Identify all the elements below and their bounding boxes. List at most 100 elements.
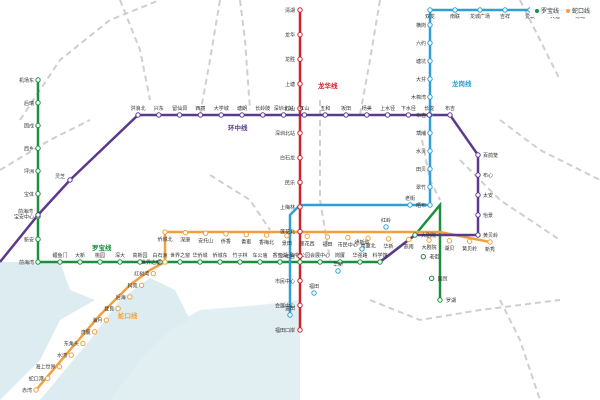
station-dot[interactable] — [427, 130, 433, 136]
station-dot[interactable] — [117, 259, 123, 265]
station-dot[interactable] — [427, 202, 433, 208]
station-dot[interactable] — [426, 112, 432, 118]
station-dot[interactable] — [284, 233, 290, 239]
station-dot[interactable] — [377, 259, 383, 265]
station-dot[interactable] — [477, 7, 483, 13]
station-dot[interactable] — [35, 191, 41, 197]
station-dot[interactable] — [357, 259, 363, 265]
station-dot[interactable] — [475, 152, 481, 158]
station-dot[interactable] — [427, 76, 433, 82]
station-dot[interactable] — [412, 232, 418, 238]
station-dot[interactable] — [428, 275, 435, 282]
station-dot[interactable] — [202, 230, 209, 236]
station-dot[interactable] — [35, 168, 41, 174]
station-dot[interactable] — [97, 259, 103, 265]
station-dot[interactable] — [135, 112, 141, 118]
station-dot[interactable] — [427, 7, 433, 13]
station-dot[interactable] — [35, 145, 41, 151]
station-dot[interactable] — [137, 259, 143, 265]
station-dot[interactable] — [280, 112, 287, 118]
station-dot[interactable] — [277, 259, 283, 265]
station-dot[interactable] — [297, 253, 303, 259]
station-dot[interactable] — [475, 192, 481, 198]
station-dot[interactable] — [138, 282, 145, 288]
station-dot[interactable] — [297, 105, 303, 112]
station-dot[interactable] — [35, 100, 41, 106]
station-dot[interactable] — [311, 290, 317, 296]
station-dot[interactable] — [237, 259, 243, 265]
station-dot[interactable] — [297, 130, 303, 136]
station-dot[interactable] — [297, 278, 303, 284]
station-dot[interactable] — [383, 224, 389, 230]
station-dot[interactable] — [150, 270, 156, 277]
station-dot[interactable] — [384, 112, 391, 118]
station-dot[interactable] — [317, 259, 323, 265]
station-dot[interactable] — [239, 112, 245, 118]
station-dot[interactable] — [115, 305, 121, 312]
station-dot[interactable] — [437, 297, 443, 303]
station-dot[interactable] — [45, 375, 51, 382]
station-dot[interactable] — [502, 7, 508, 13]
station-dot[interactable] — [359, 246, 365, 252]
station-dot[interactable] — [364, 112, 370, 118]
station-dot[interactable] — [427, 148, 433, 154]
station-dot[interactable] — [297, 204, 303, 210]
station-dot[interactable] — [343, 112, 349, 118]
station-dot[interactable] — [257, 259, 263, 265]
station-dot[interactable] — [77, 259, 83, 265]
station-dot[interactable] — [197, 259, 203, 265]
station-dot[interactable] — [297, 327, 303, 333]
station-dot[interactable] — [33, 387, 39, 393]
station-dot[interactable] — [162, 229, 168, 235]
station-dot[interactable] — [301, 112, 308, 118]
station-dot[interactable] — [297, 154, 303, 161]
station-dot[interactable] — [297, 31, 303, 38]
station-dot[interactable] — [427, 94, 433, 100]
station-dot[interactable] — [35, 122, 41, 129]
station-dot[interactable] — [35, 212, 41, 218]
station-dot[interactable] — [68, 352, 74, 358]
station-dot[interactable] — [345, 234, 351, 241]
station-dot[interactable] — [446, 238, 453, 244]
station-dot[interactable] — [297, 228, 303, 235]
station-dot[interactable] — [427, 40, 433, 46]
station-dot[interactable] — [243, 231, 249, 238]
station-dot[interactable] — [297, 259, 303, 265]
station-dot[interactable] — [35, 259, 41, 265]
station-dot[interactable] — [297, 81, 303, 87]
station-dot[interactable] — [297, 7, 303, 13]
station-dot[interactable] — [57, 259, 63, 265]
station-dot[interactable] — [182, 229, 189, 236]
station-dot[interactable] — [452, 7, 458, 13]
station-dot[interactable] — [218, 112, 224, 118]
station-dot[interactable] — [427, 58, 433, 64]
station-dot[interactable] — [426, 237, 432, 243]
station-dot[interactable] — [35, 236, 41, 242]
station-dot[interactable] — [297, 56, 303, 62]
station-dot[interactable] — [297, 302, 303, 309]
station-dot[interactable] — [335, 268, 341, 274]
station-dot[interactable] — [260, 112, 266, 118]
station-dot[interactable] — [177, 259, 183, 265]
station-dot[interactable] — [420, 253, 427, 260]
station-dot[interactable] — [80, 340, 86, 347]
station-dot[interactable] — [127, 294, 133, 300]
station-dot[interactable] — [35, 77, 41, 83]
station-dot[interactable] — [162, 259, 168, 265]
station-dot[interactable] — [407, 202, 413, 208]
station-dot[interactable] — [322, 112, 328, 118]
station-dot[interactable] — [427, 184, 433, 190]
station-dot[interactable] — [67, 177, 73, 183]
station-dot[interactable] — [475, 212, 481, 218]
station-dot[interactable] — [263, 232, 270, 238]
station-dot[interactable] — [385, 236, 392, 242]
station-dot[interactable] — [91, 329, 98, 335]
station-dot[interactable] — [157, 259, 163, 265]
station-dot[interactable] — [406, 236, 412, 243]
station-dot[interactable] — [287, 312, 293, 318]
station-dot[interactable] — [487, 239, 493, 245]
station-dot[interactable] — [56, 364, 63, 370]
station-dot[interactable] — [475, 172, 481, 178]
station-dot[interactable] — [337, 259, 343, 265]
station-dot[interactable] — [466, 238, 473, 245]
